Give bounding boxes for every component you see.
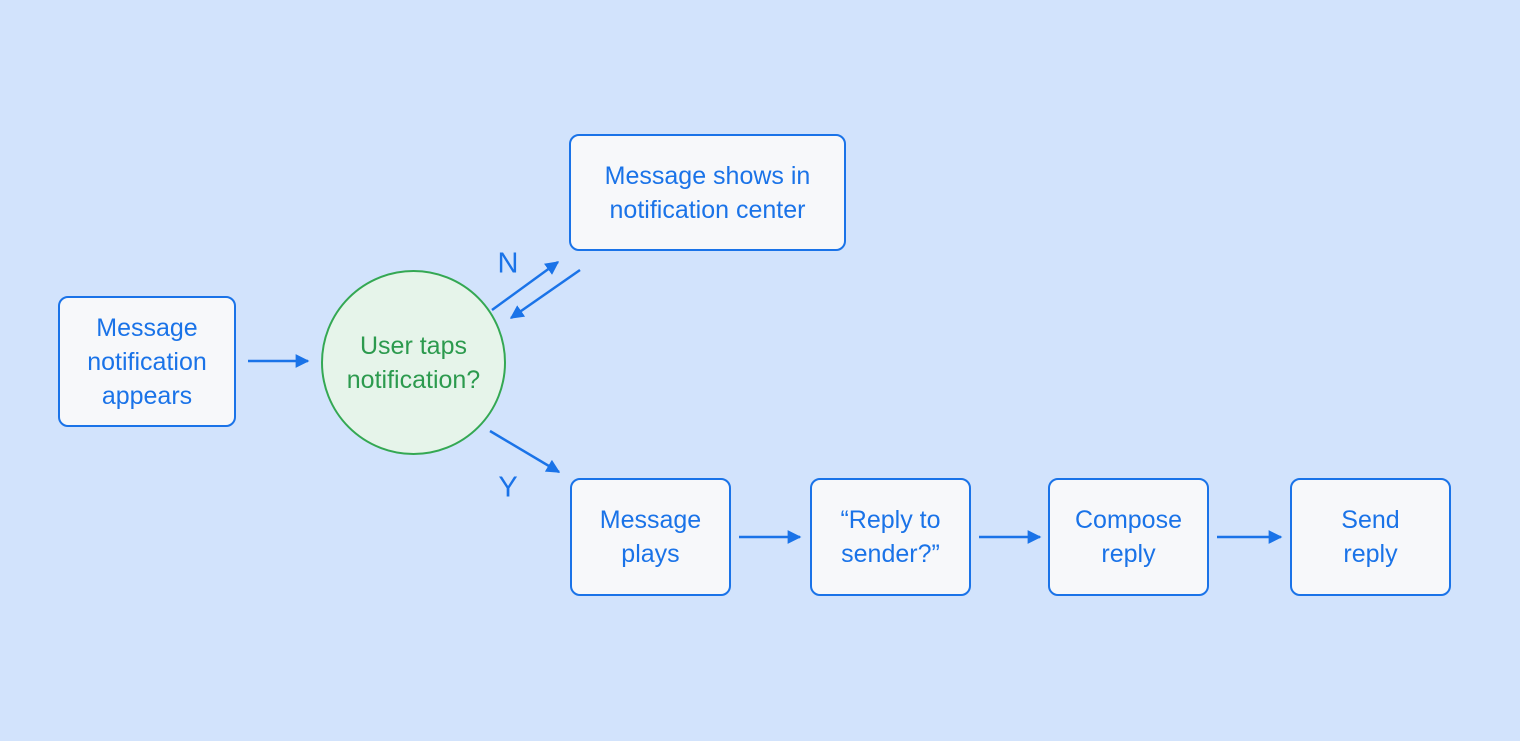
node-label: Message shows in notification center	[604, 161, 811, 224]
node-user-taps-notification[interactable]: User taps notification?	[321, 270, 506, 455]
edge-decision-to-message-plays	[489, 429, 561, 474]
edge-label-yes: Y	[498, 471, 518, 504]
node-label: Message notification appears	[87, 313, 207, 410]
node-reply-to-sender[interactable]: “Reply to sender?”	[810, 478, 971, 596]
node-label: Send reply	[1341, 506, 1400, 568]
node-send-reply[interactable]: Send reply	[1290, 478, 1451, 596]
node-label: Message plays	[599, 506, 702, 568]
edge-notification-center-to-decision	[509, 268, 581, 320]
node-compose-reply[interactable]: Compose reply	[1048, 478, 1209, 596]
node-label: User taps notification?	[346, 331, 481, 394]
node-message-plays[interactable]: Message plays	[570, 478, 731, 596]
node-label: “Reply to sender?”	[840, 506, 941, 568]
node-message-notification-appears[interactable]: Message notification appears	[58, 296, 236, 427]
node-message-shows-in-notification-center[interactable]: Message shows in notification center	[569, 134, 846, 251]
node-label: Compose reply	[1075, 506, 1182, 568]
edge-label-no: N	[497, 247, 519, 280]
